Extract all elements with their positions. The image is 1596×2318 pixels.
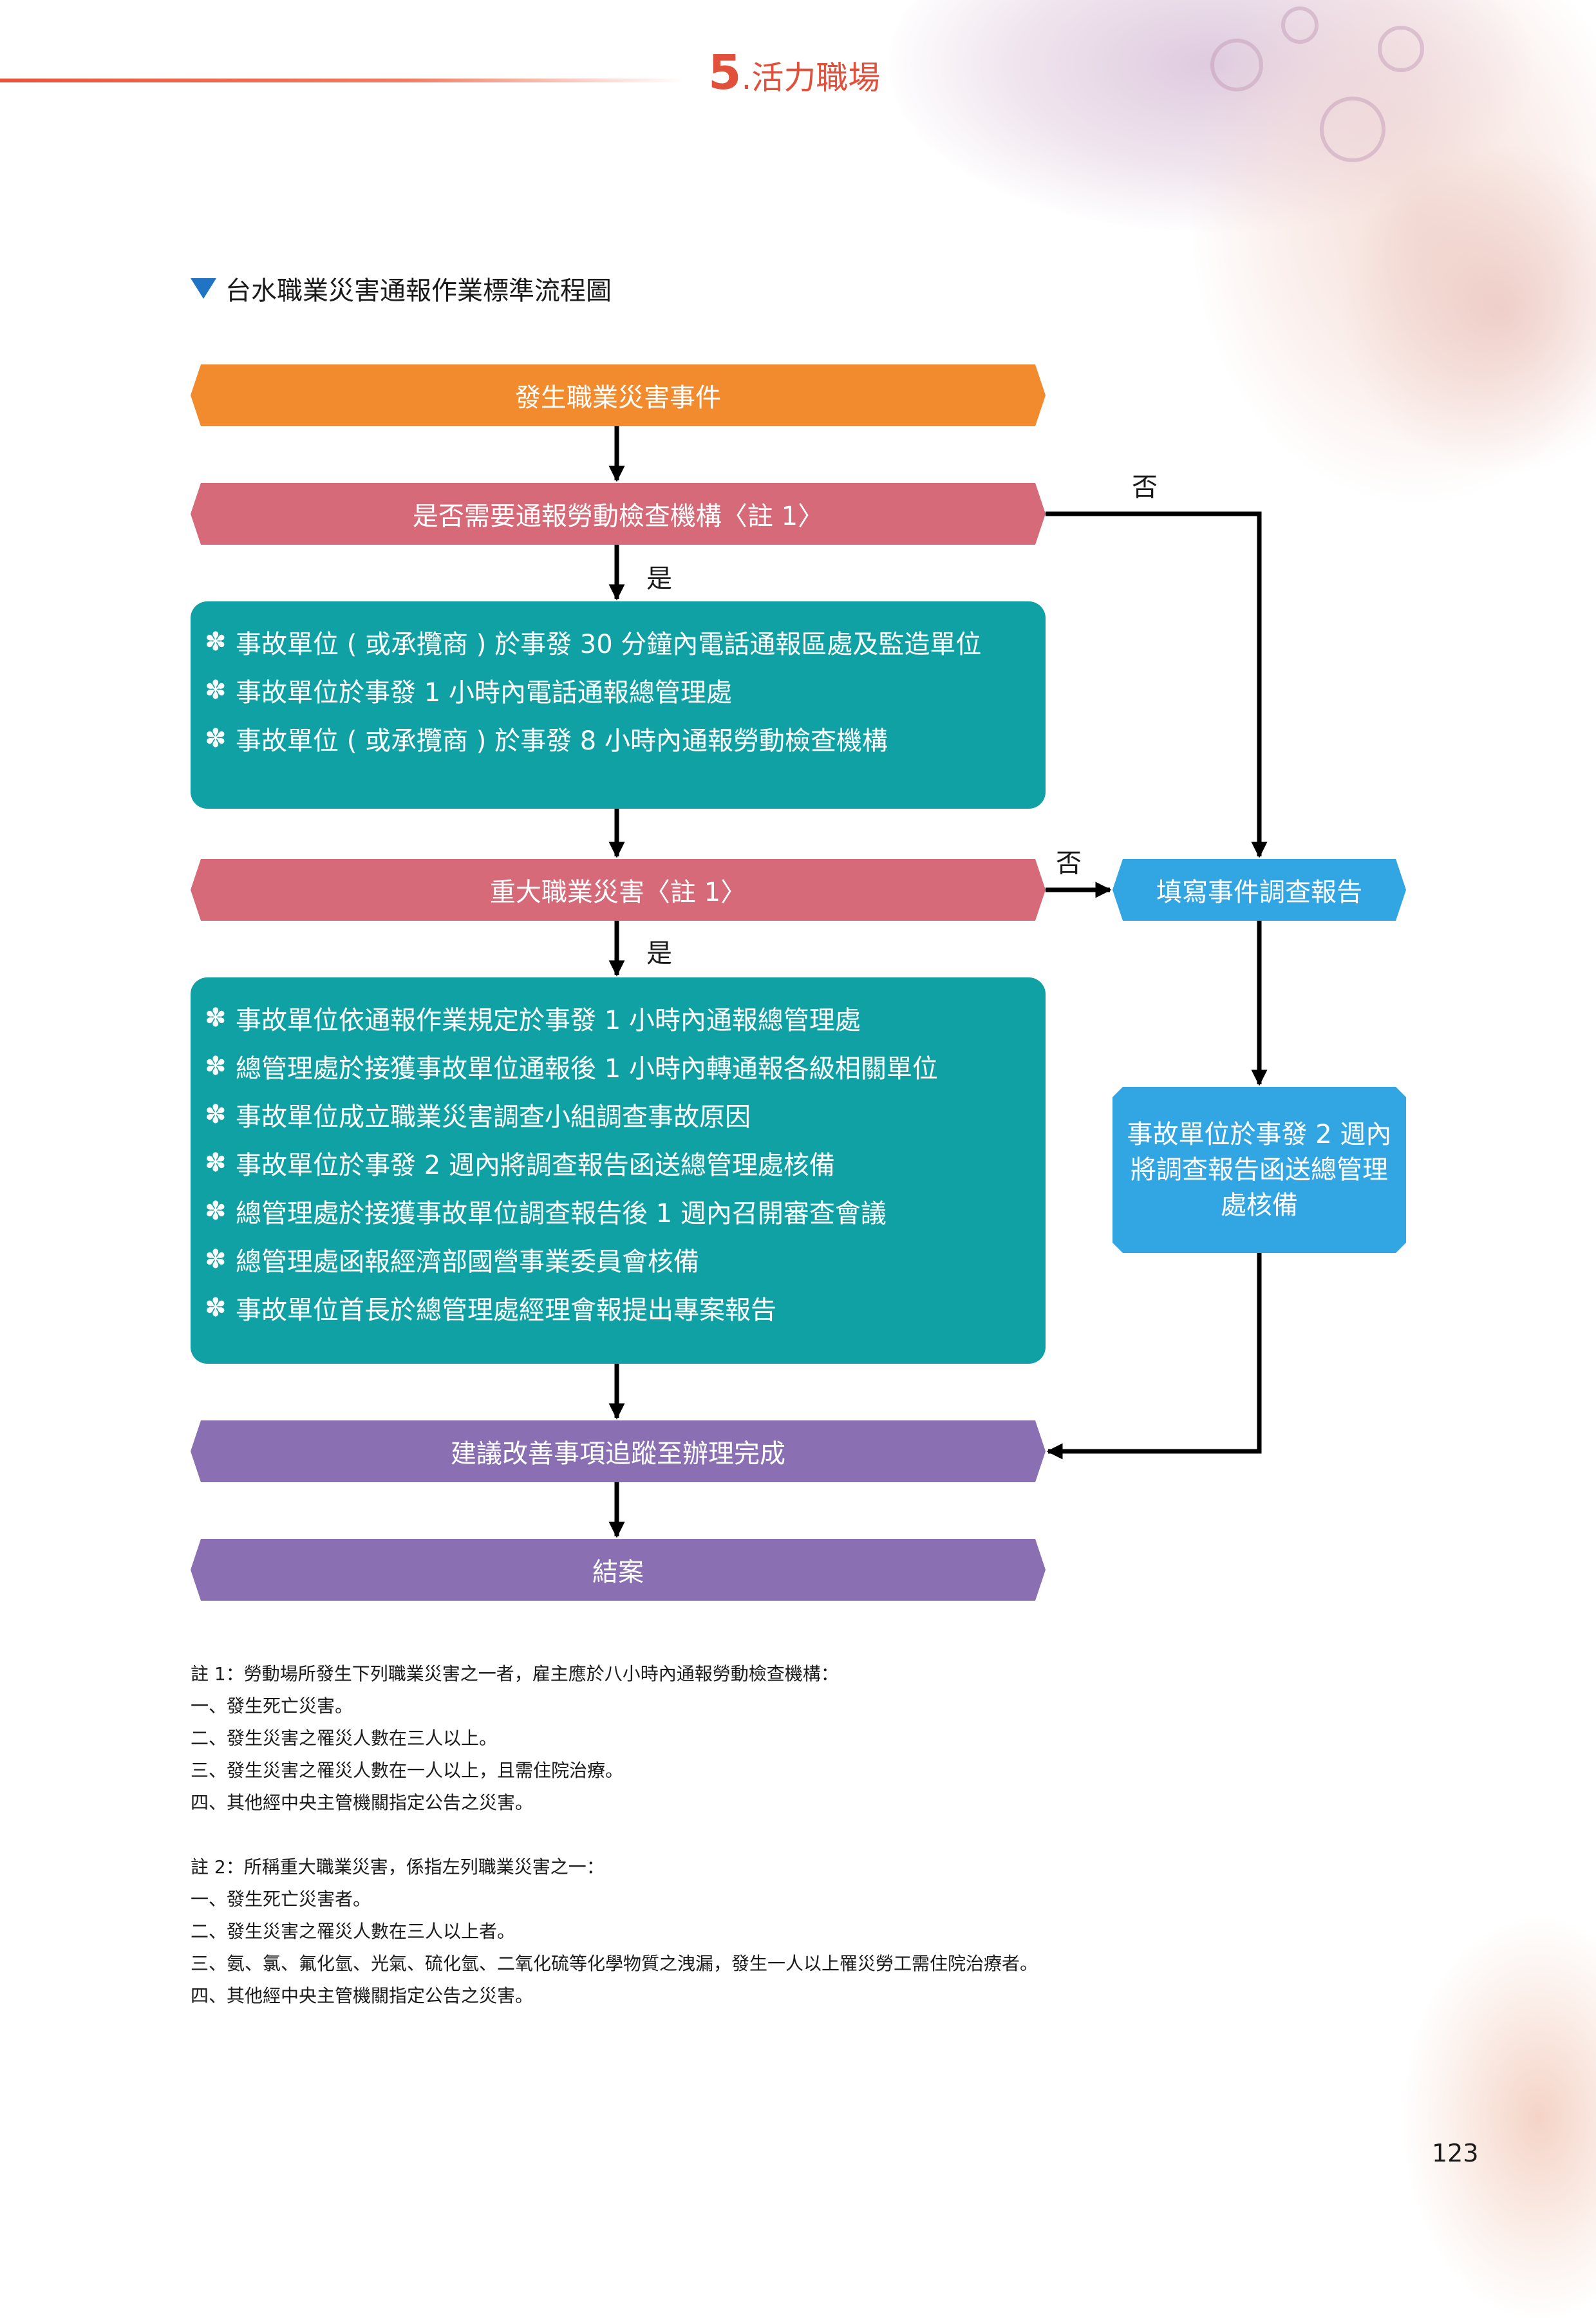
header-rule <box>0 79 682 82</box>
flow-fill-incident-report: 填寫事件調查報告 <box>1113 859 1406 921</box>
flower-bullet-icon: ✽ <box>205 1147 227 1178</box>
note1-item: 三、發生災害之罹災人數在一人以上，且需住院治療。 <box>191 1760 624 1781</box>
note1-item: 一、發生死亡災害。 <box>191 1695 353 1717</box>
flow-decision-major-disaster: 重大職業災害〈註 1〉 <box>191 859 1046 921</box>
list-item: ✽總管理處於接獲事故單位通報後 1 小時內轉通報各級相關單位 <box>205 1051 938 1084</box>
note2-item: 四、其他經中央主管機關指定公告之災害。 <box>191 1985 534 2006</box>
arrow-decision1-no <box>1046 511 1268 858</box>
flow-connectors <box>608 426 1268 1538</box>
footnotes: 註 1：勞動場所發生下列職業災害之一者，雇主應於八小時內通報勞動檢查機構： 一、… <box>191 1658 1349 2012</box>
flow-end: 結案 <box>191 1539 1046 1601</box>
flower-bullet-icon: ✽ <box>205 1292 227 1323</box>
watercolor-ring <box>1281 6 1319 44</box>
flow-start: 發生職業災害事件 <box>191 364 1046 426</box>
list-item: ✽事故單位首長於總管理處經理會報提出專案報告 <box>205 1292 776 1325</box>
note2-heading: 註 2：所稱重大職業災害，係指左列職業災害之一： <box>191 1856 605 1878</box>
list-item: ✽事故單位 ( 或承攬商 ) 於事發 30 分鐘內電話通報區處及監造單位 <box>205 627 982 659</box>
figure-title-text: 台水職業災害通報作業標準流程圖 <box>225 276 612 306</box>
fill-report-label: 填寫事件調查報告 <box>1156 878 1362 907</box>
triangle-down-icon <box>191 278 216 299</box>
list-item: ✽總管理處於接獲事故單位調查報告後 1 週內召開審查會議 <box>205 1196 887 1229</box>
list-item: ✽事故單位於事發 1 小時內電話通報總管理處 <box>205 675 732 708</box>
list-item: ✽總管理處函報經濟部國營事業委員會核備 <box>205 1244 699 1277</box>
list-item: ✽事故單位依通報作業規定於事發 1 小時內通報總管理處 <box>205 1003 861 1035</box>
decision2-yes-label: 是 <box>646 939 672 968</box>
chapter-title: .活力職場 <box>741 59 881 97</box>
flow-major-disaster-actions: ✽事故單位依通報作業規定於事發 1 小時內通報總管理處 ✽總管理處於接獲事故單位… <box>191 977 1046 1364</box>
decision1-label: 是否需要通報勞動檢查機構〈註 1〉 <box>412 502 824 531</box>
note1-item: 二、發生災害之罹災人數在三人以上。 <box>191 1728 498 1749</box>
decision1-no-label: 否 <box>1132 473 1158 502</box>
flower-bullet-icon: ✽ <box>205 627 227 657</box>
watercolor-ring <box>1378 26 1424 72</box>
flower-bullet-icon: ✽ <box>205 1244 227 1274</box>
track-label: 建議改善事項追蹤至辦理完成 <box>451 1439 785 1469</box>
flow-track-improvements: 建議改善事項追蹤至辦理完成 <box>191 1420 1046 1482</box>
flow-decision-report-agency: 是否需要通報勞動檢查機構〈註 1〉 <box>191 483 1046 545</box>
note1-heading: 註 1：勞動場所發生下列職業災害之一者，雇主應於八小時內通報勞動檢查機構： <box>191 1663 839 1684</box>
note1-item: 四、其他經中央主管機關指定公告之災害。 <box>191 1792 534 1813</box>
flower-bullet-icon: ✽ <box>205 1003 227 1033</box>
note-spacer <box>191 1819 1349 1851</box>
watercolor-ring <box>1210 39 1263 91</box>
watercolor-decoration <box>1339 142 1596 476</box>
arrow-report-to-track <box>1046 1253 1262 1460</box>
chapter-number: 5 <box>708 45 742 100</box>
flow-start-label: 發生職業災害事件 <box>515 383 721 413</box>
note2-item: 三、氨、氯、氟化氫、光氣、硫化氫、二氧化硫等化學物質之洩漏，發生一人以上罹災勞工… <box>191 1953 1038 1974</box>
watercolor-decoration <box>1191 0 1596 502</box>
decision2-label: 重大職業災害〈註 1〉 <box>489 878 747 907</box>
flower-bullet-icon: ✽ <box>205 675 227 705</box>
decision2-no-label: 否 <box>1056 849 1082 878</box>
note2-item: 二、發生災害之罹災人數在三人以上者。 <box>191 1921 516 1942</box>
flow-initial-notifications: ✽事故單位 ( 或承攬商 ) 於事發 30 分鐘內電話通報區處及監造單位 ✽事故… <box>191 601 1046 809</box>
list-item: ✽事故單位 ( 或承攬商 ) 於事發 8 小時內通報勞動檢查機構 <box>205 723 888 756</box>
page-number: 123 <box>1432 2139 1479 2167</box>
list-item: ✽事故單位成立職業災害調查小組調查事故原因 <box>205 1099 751 1132</box>
watercolor-ring <box>1320 97 1385 162</box>
flower-bullet-icon: ✽ <box>205 1099 227 1129</box>
flow-submit-investigation-report: 事故單位於事發 2 週內將調查報告函送總管理處核備 <box>1113 1087 1406 1253</box>
end-label: 結案 <box>592 1558 644 1587</box>
decision1-yes-label: 是 <box>646 564 672 594</box>
flower-bullet-icon: ✽ <box>205 1051 227 1081</box>
submit-report-label: 事故單位於事發 2 週內將調查報告函送總管理處核備 <box>1127 1119 1392 1220</box>
flower-bullet-icon: ✽ <box>205 723 227 753</box>
flower-bullet-icon: ✽ <box>205 1196 227 1226</box>
list-item: ✽事故單位於事發 2 週內將調查報告函送總管理處核備 <box>205 1147 835 1180</box>
chapter-heading: 5 .活力職場 <box>708 45 880 103</box>
figure-title: 台水職業災害通報作業標準流程圖 <box>191 269 612 308</box>
note2-item: 一、發生死亡災害者。 <box>191 1889 371 1910</box>
